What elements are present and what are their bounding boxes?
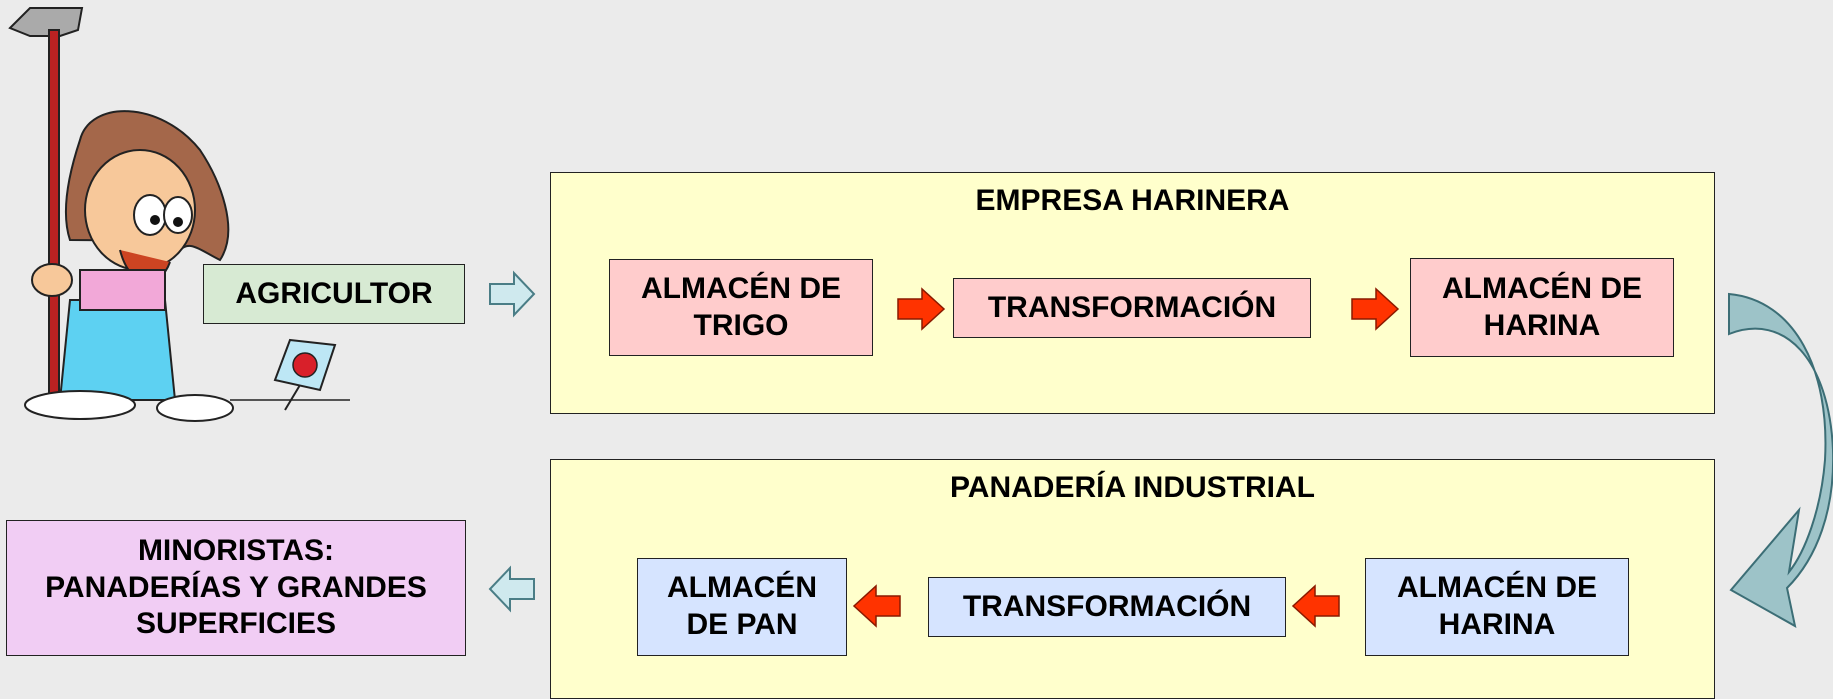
almacen-trigo-box: ALMACÉN DE TRIGO [609,259,873,356]
almacen-harina-box: ALMACÉN DE HARINA [1410,258,1674,357]
curved-arrow-icon [1728,292,1833,628]
arrow-left-icon [1291,584,1340,628]
arrow-right-icon [897,287,946,331]
arrow-right-icon [1351,287,1400,331]
empresa-harinera-title: EMPRESA HARINERA [975,184,1290,217]
arrow-right-icon [489,270,536,318]
almacen-harina-box: ALMACÉN DE HARINA [1365,558,1629,656]
almacen-pan-box: ALMACÉN DE PAN [637,558,847,656]
minoristas-box: MINORISTAS: PANADERÍAS Y GRANDES SUPERFI… [6,520,466,656]
arrow-left-icon [852,584,901,628]
arrow-left-icon [488,565,535,613]
transformacion-box: TRANSFORMACIÓN [928,577,1286,637]
farmer-illustration [8,7,350,422]
transformacion-box: TRANSFORMACIÓN [953,278,1311,338]
panaderia-industrial-title: PANADERÍA INDUSTRIAL [950,471,1315,504]
agricultor-box: AGRICULTOR [203,264,465,324]
